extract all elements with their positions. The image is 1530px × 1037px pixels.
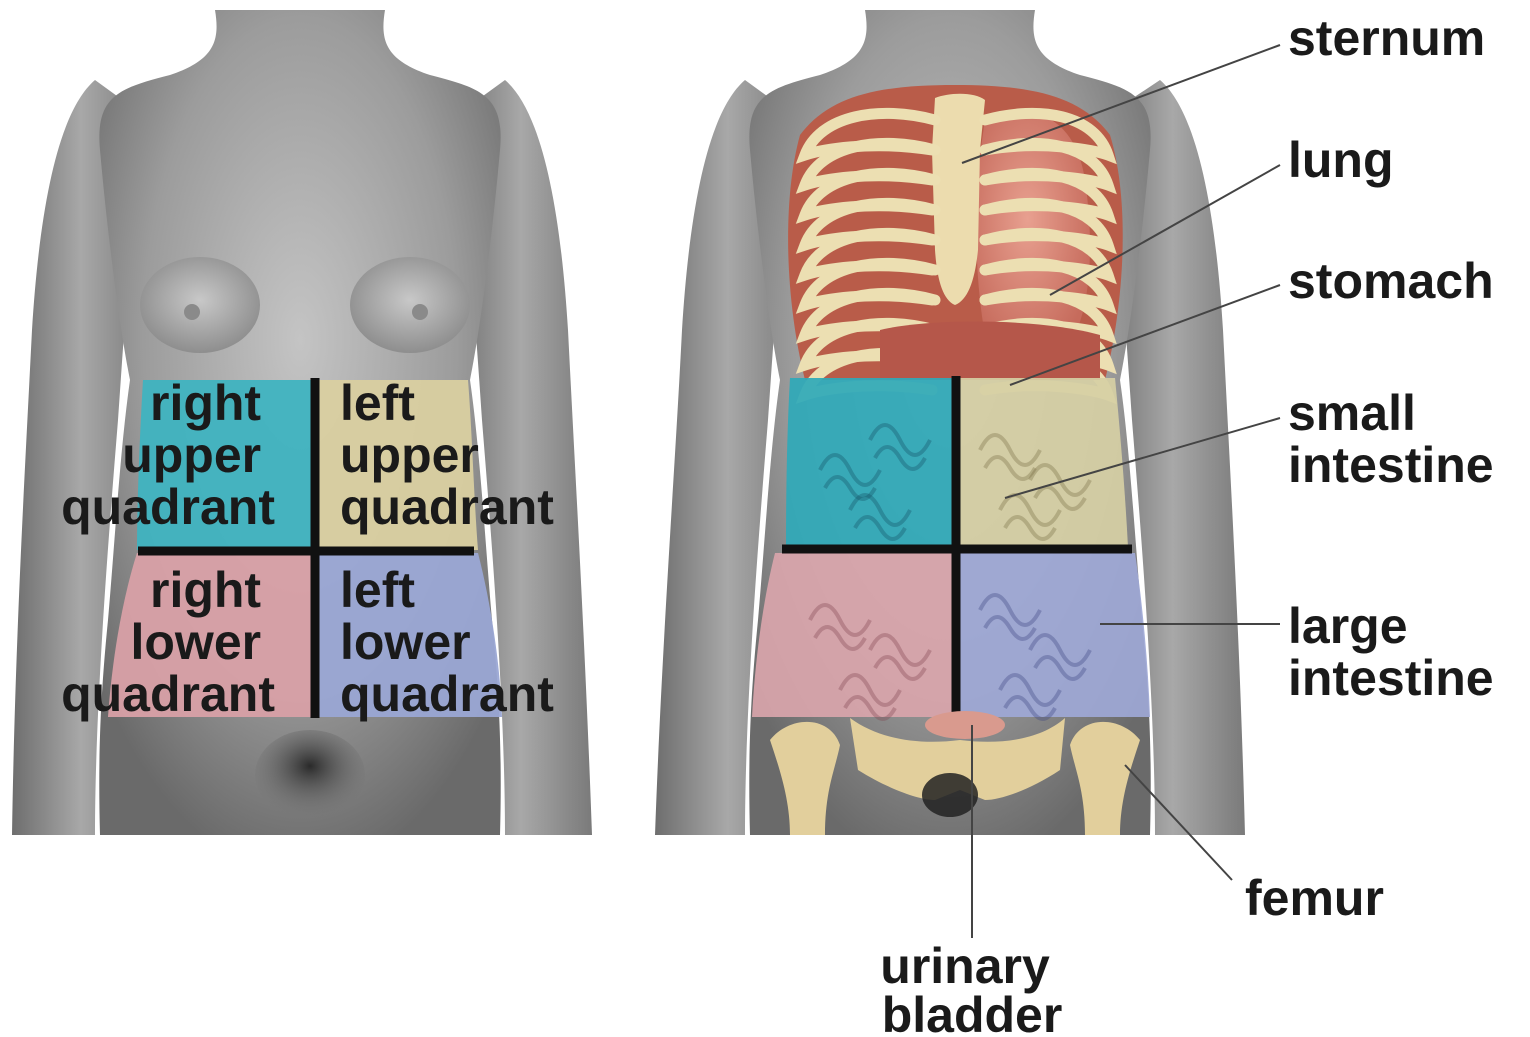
- lung-label: lung: [1288, 132, 1394, 188]
- right-figure-pubic-region: [922, 773, 978, 817]
- llq-abdomen: [960, 553, 1150, 717]
- femur-label: femur: [1245, 870, 1384, 926]
- liver-region: [880, 322, 1100, 380]
- large-intestine-label: large intestine: [1288, 598, 1494, 706]
- right-quadrant-panel: [752, 376, 1150, 719]
- ruq-abdomen: [786, 378, 952, 547]
- left-figure-breast-left: [350, 257, 470, 353]
- bladder-organ: [925, 711, 1005, 739]
- sternum-label: sternum: [1288, 10, 1485, 66]
- ribcage: [788, 85, 1123, 395]
- stomach-label: stomach: [1288, 253, 1494, 309]
- luq-abdomen: [960, 378, 1128, 547]
- left-figure-breast-right: [140, 257, 260, 353]
- urinary-bladder-label: urinary bladder: [880, 938, 1063, 1037]
- small-intestine-label: small intestine: [1288, 385, 1494, 493]
- pelvis: [770, 711, 1140, 835]
- left-figure-pubic-region: [255, 730, 365, 820]
